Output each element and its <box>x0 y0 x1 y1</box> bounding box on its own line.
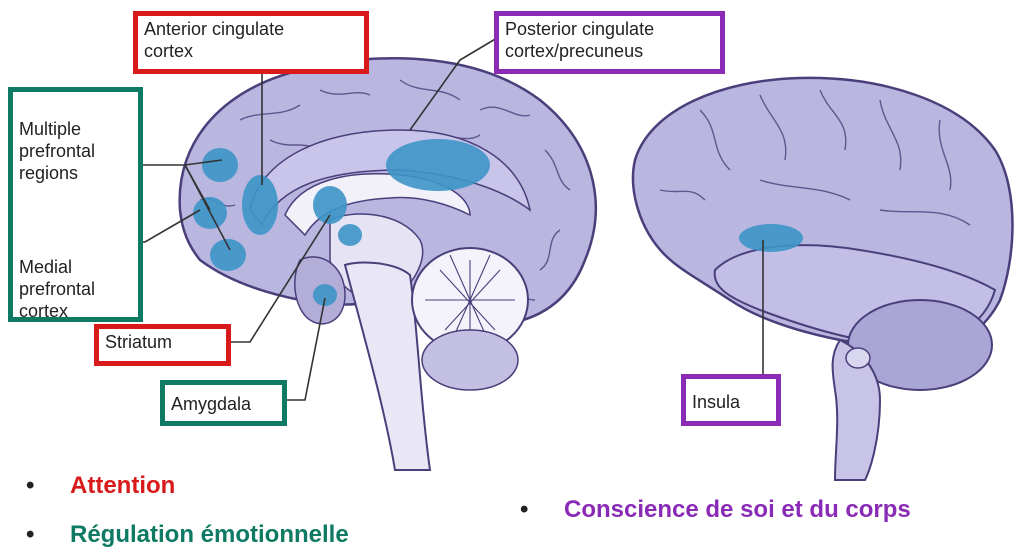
bullet-self-awareness: •Conscience de soi et du corps <box>520 496 911 524</box>
anterior-cingulate-spot <box>242 175 278 235</box>
medial-prefrontal-text: Medial prefrontal cortex <box>19 256 132 322</box>
bullet-attention: •Attention <box>26 472 175 500</box>
amygdala-label: Amygdala <box>160 380 287 426</box>
bullet-marker: • <box>26 472 70 500</box>
striatum-label: Striatum <box>94 324 231 366</box>
insula-label: Insula <box>681 374 781 426</box>
prefrontal-spot-1 <box>202 148 238 182</box>
striatum-spot-2 <box>338 224 362 246</box>
striatum-spot <box>313 186 347 224</box>
prefrontal-spot-3 <box>210 239 246 271</box>
posterior-cingulate-spot <box>386 139 490 191</box>
bullet-emotion-regulation: •Régulation émotionnelle <box>26 521 349 549</box>
anterior-cingulate-label: Anterior cingulate cortex <box>133 11 369 74</box>
multiple-prefrontal-text: Multiple prefrontal regions <box>19 118 132 184</box>
bullet-marker: • <box>520 496 564 524</box>
posterior-cingulate-label: Posterior cingulate cortex/precuneus <box>494 11 725 74</box>
bullet-emotion-regulation-text: Régulation émotionnelle <box>70 521 349 548</box>
bullet-self-awareness-text: Conscience de soi et du corps <box>564 496 911 523</box>
multiple-prefrontal-label: Multiple prefrontal regions Medial prefr… <box>8 87 143 322</box>
bullet-marker: • <box>26 521 70 549</box>
insula-spot <box>739 224 803 252</box>
bullet-attention-text: Attention <box>70 472 175 499</box>
amygdala-spot <box>313 284 337 306</box>
